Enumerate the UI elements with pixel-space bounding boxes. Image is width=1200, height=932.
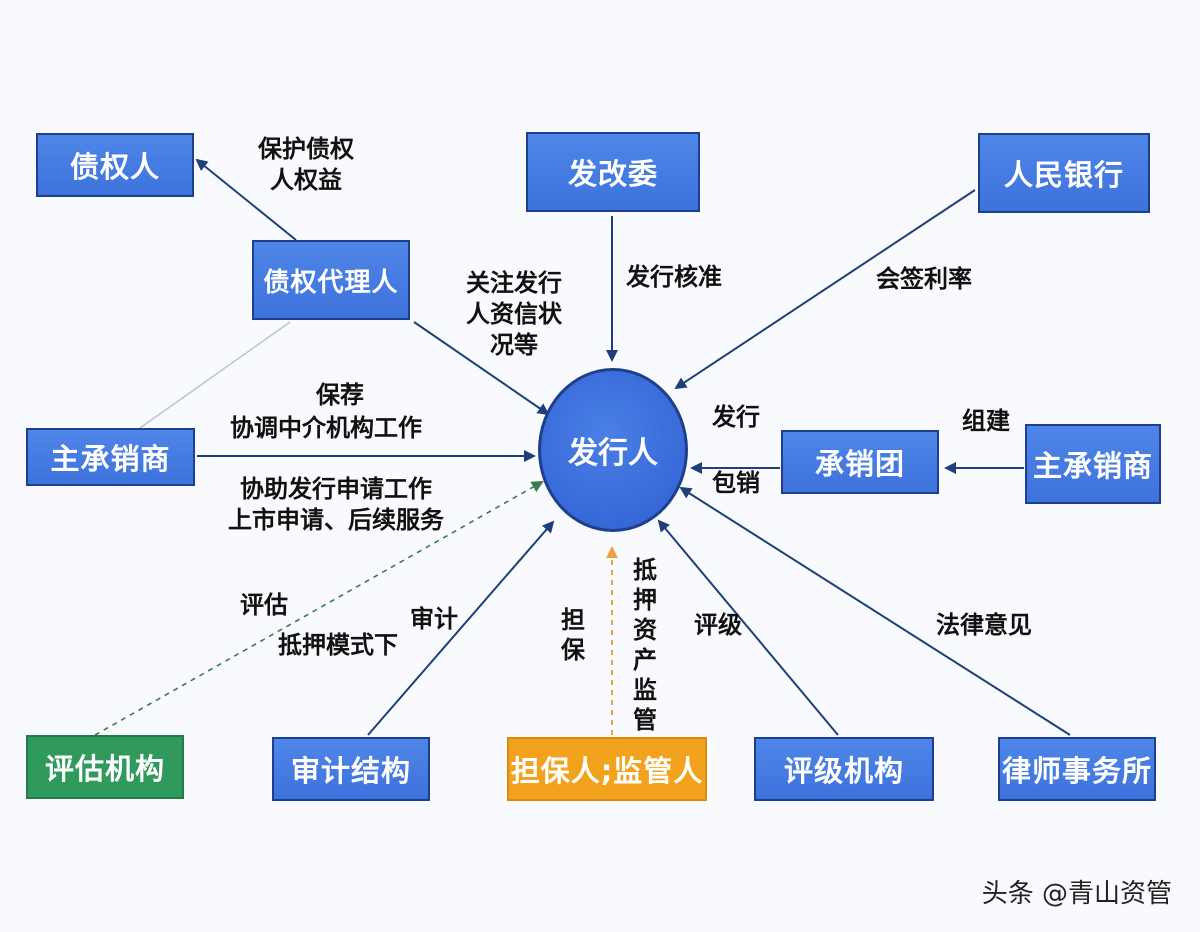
label-evaluate: 评估	[240, 591, 288, 619]
trustee-box: 债权代理人	[252, 240, 410, 320]
label-focus-line2: 人资信状	[466, 300, 562, 328]
issuer-circle: 发行人	[538, 368, 688, 532]
label-focus: 关注发行 人资信状 况等	[466, 268, 562, 361]
lead-underwriter-left-box: 主承销商	[26, 428, 195, 486]
label-cosign-rate: 会签利率	[876, 265, 972, 293]
label-focus-line3: 况等	[490, 331, 538, 359]
label-protect: 保护债权 人权益	[258, 134, 354, 196]
label-protect-line1: 保护债权	[258, 135, 354, 163]
label-audit: 审计	[410, 605, 458, 633]
label-focus-line1: 关注发行	[466, 269, 562, 297]
law-firm-box: 律师事务所	[998, 737, 1156, 801]
label-underwrite: 包销	[712, 469, 760, 497]
appraisal-box: 评估机构	[26, 735, 184, 799]
ndrc-box: 发改委	[526, 132, 700, 212]
rating-box: 评级机构	[754, 737, 934, 801]
label-protect-line2: 人权益	[270, 166, 342, 194]
label-mortgage-mode: 抵押模式下	[278, 631, 398, 659]
label-guarantee: 担保	[561, 606, 585, 664]
label-issue: 发行	[712, 403, 760, 431]
link-trustee-creditor	[195, 158, 297, 241]
link-trustee-underwriter	[139, 321, 291, 429]
link-rating-issuer	[657, 519, 839, 736]
creditor-box: 债权人	[36, 133, 194, 197]
label-coordinate: 协调中介机构工作	[230, 414, 422, 442]
label-recommend: 保荐	[316, 381, 364, 409]
link-law-issuer	[679, 486, 1071, 736]
syndicate-box: 承销团	[781, 430, 939, 494]
label-legal-opinion: 法律意见	[936, 611, 1032, 639]
link-pboc-issuer	[674, 189, 976, 390]
link-trustee-issuer	[413, 321, 550, 416]
label-assist-line1: 协助发行申请工作	[240, 475, 432, 503]
label-assist: 协助发行申请工作 上市申请、后续服务	[228, 474, 444, 536]
lead-underwriter-right-box: 主承销商	[1025, 424, 1161, 504]
guarantor-box: 担保人;监管人	[507, 737, 707, 801]
label-rating: 评级	[694, 611, 742, 639]
label-form: 组建	[962, 407, 1010, 435]
label-approval: 发行核准	[626, 263, 722, 291]
watermark-text: 头条 @青山资管	[981, 879, 1172, 909]
label-assist-line2: 上市申请、后续服务	[228, 506, 444, 534]
link-audit-issuer	[367, 520, 555, 736]
label-collateral-supervision: 抵押资产监管	[633, 556, 657, 734]
audit-box: 审计结构	[272, 737, 430, 801]
pboc-box: 人民银行	[978, 133, 1150, 213]
